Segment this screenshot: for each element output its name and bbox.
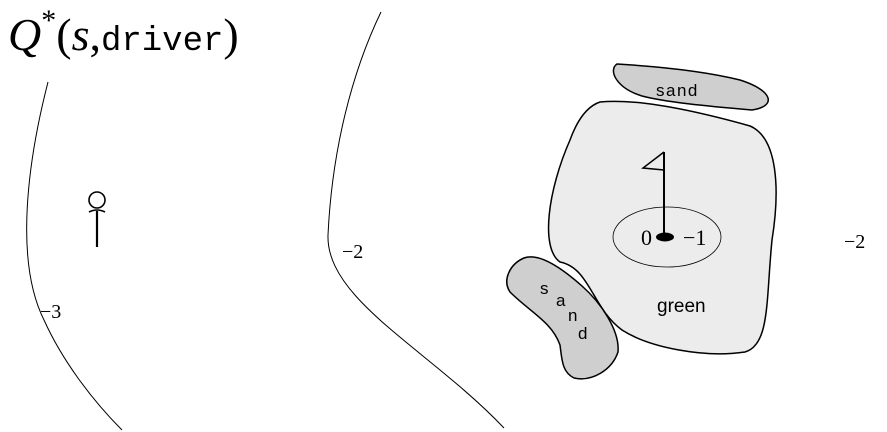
- contour-line-left: [26, 81, 123, 431]
- inner-contour-value: −1: [683, 225, 706, 250]
- sand-bottom-letter: a: [556, 291, 566, 310]
- sand-bottom-letter: n: [568, 306, 577, 325]
- green-area: [547, 100, 777, 355]
- sand-bottom-letter: d: [578, 324, 587, 343]
- title-action: driver: [100, 23, 224, 61]
- title-close-paren: ): [223, 9, 239, 60]
- sand-top-label: sand: [656, 81, 699, 100]
- hole-value: 0: [641, 225, 652, 250]
- tee-icon: [88, 191, 106, 247]
- sand-trap-bottom: [506, 256, 619, 380]
- far-right-value: −2: [844, 231, 865, 253]
- hole-icon: [656, 232, 674, 242]
- diagram-title: Q*(s,driver): [8, 4, 239, 61]
- title-superscript: *: [41, 4, 57, 37]
- title-open-paren: (: [56, 9, 72, 60]
- title-state: s: [71, 9, 90, 60]
- title-comma: ,: [89, 9, 101, 60]
- contour-middle-value: −2: [342, 241, 363, 263]
- green-label: green: [657, 296, 706, 317]
- sand-bottom-letter: s: [540, 279, 549, 298]
- sand-trap-top: [612, 63, 769, 111]
- title-function: Q: [8, 9, 42, 60]
- inner-contour-ellipse: [612, 206, 722, 268]
- contour-left-value: −3: [40, 301, 61, 323]
- contour-line-middle: [327, 11, 505, 429]
- flag-icon: [641, 151, 665, 236]
